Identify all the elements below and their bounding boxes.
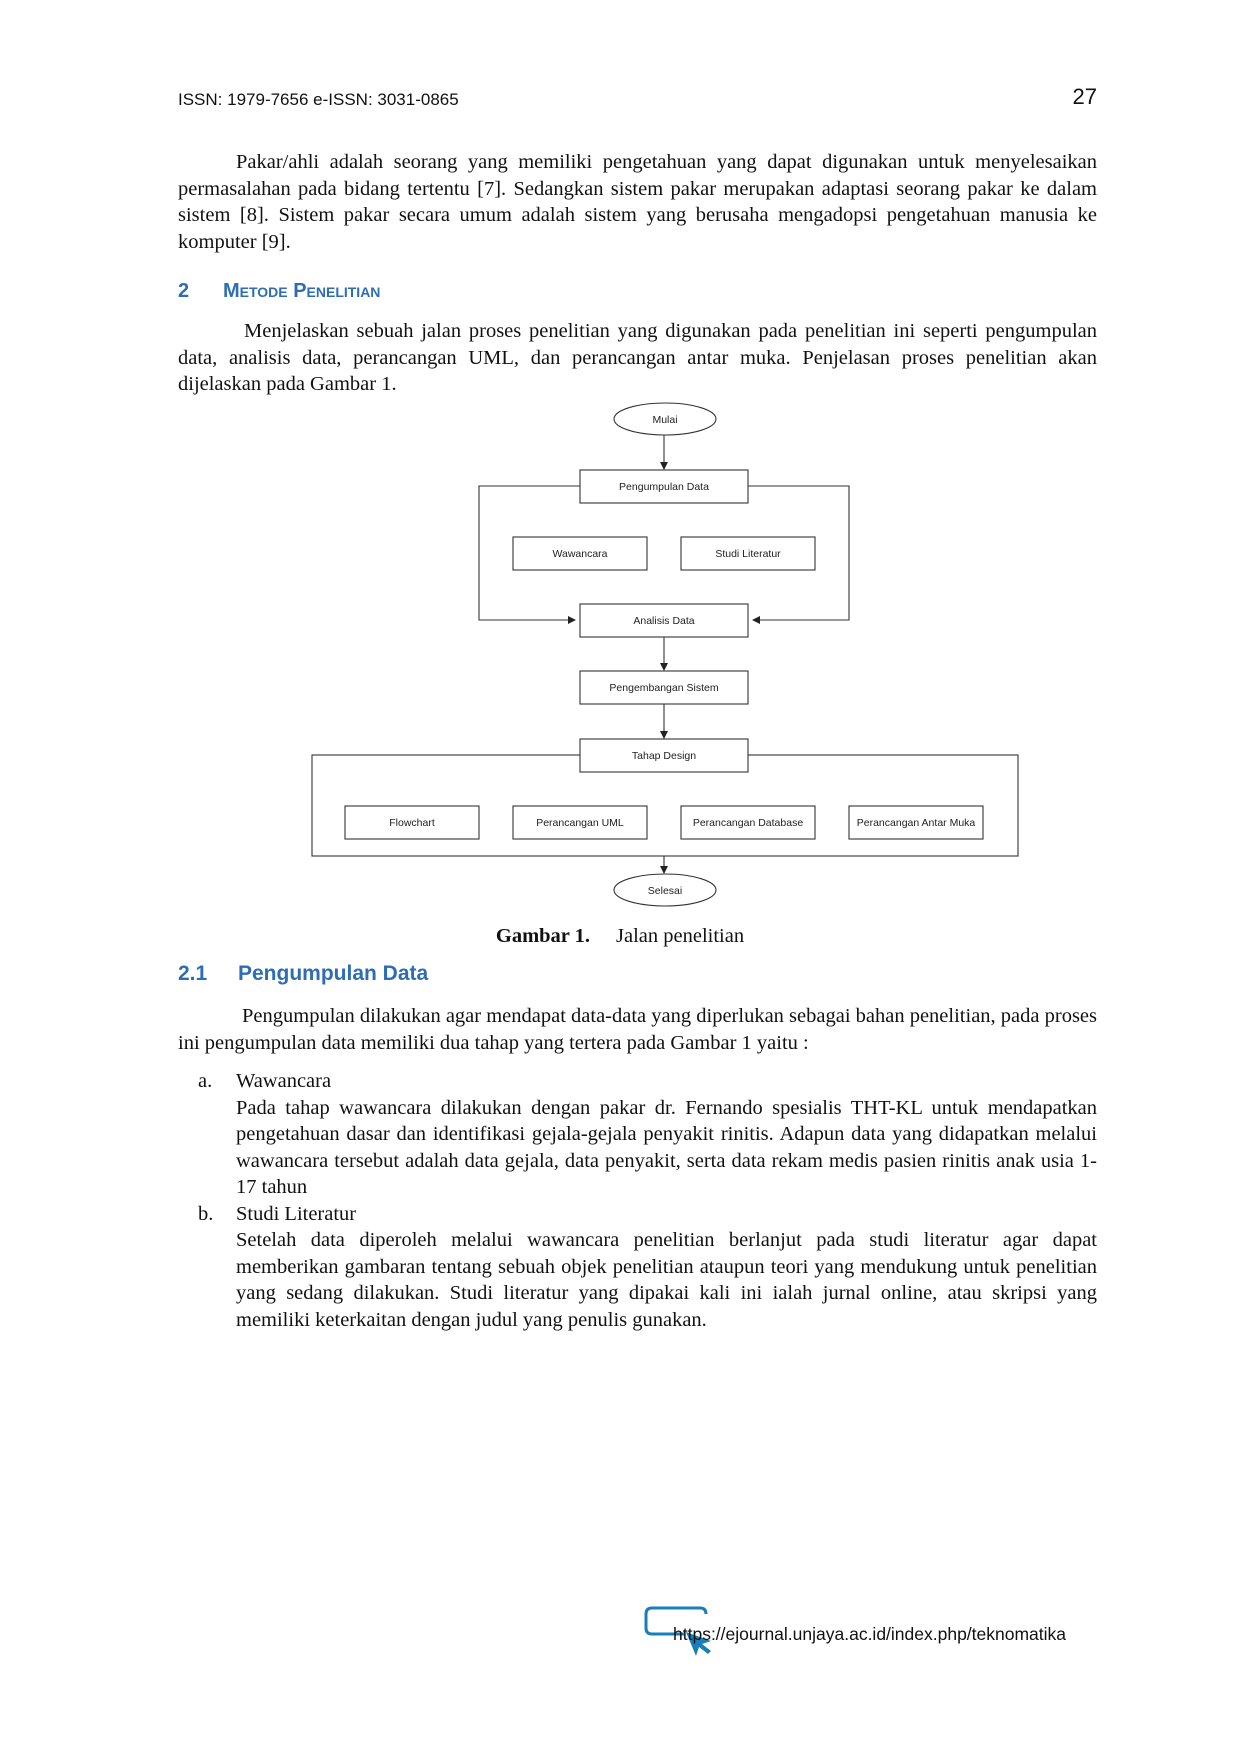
list-item-text: Setelah data diperoleh melalui wawancara… — [236, 1229, 1097, 1331]
list-marker: b. — [198, 1202, 214, 1225]
end-label: Selesai — [648, 885, 682, 897]
design-group-box — [311, 754, 1019, 857]
left-loop-connector — [478, 485, 580, 624]
caption-label: Gambar 1. — [495, 925, 591, 947]
section-2-1-heading: 2.1 Pengumpulan Data — [178, 962, 428, 986]
ui-label: Perancangan Antar Muka — [857, 817, 976, 829]
flowchart-label: Flowchart — [389, 817, 435, 829]
design-label: Tahap Design — [632, 750, 696, 762]
section-title: Metode Penelitian — [223, 280, 381, 302]
literature-node — [680, 536, 816, 571]
analysis-node — [579, 603, 749, 638]
end-node — [613, 873, 717, 907]
list-item-title: Wawancara — [236, 1070, 332, 1092]
literature-label: Studi Literatur — [715, 548, 781, 560]
section-2-1-paragraph: Pengumpulan dilakukan agar mendapat data… — [178, 1005, 1097, 1054]
subsection-number: 2.1 — [178, 962, 208, 985]
list-item-title: Studi Literatur — [236, 1202, 357, 1225]
list-item: b. Studi Literatur Setelah data diperole… — [198, 1201, 1097, 1334]
figure-caption: Gambar 1. Jalan penelitian — [0, 923, 1240, 950]
start-label: Mulai — [652, 414, 677, 426]
right-loop-connector — [748, 485, 850, 624]
uml-label: Perancangan UML — [536, 817, 624, 829]
collect-label: Pengumpulan Data — [619, 481, 709, 493]
development-node — [579, 670, 749, 705]
journal-url-link[interactable]: https://ejournal.unjaya.ac.id/index.php/… — [673, 1624, 1067, 1644]
caption-text: Jalan penelitian — [616, 925, 745, 947]
interview-label: Wawancara — [552, 548, 607, 560]
data-collection-list: a. Wawancara Pada tahap wawancara dilaku… — [198, 1068, 1097, 1333]
database-node — [680, 805, 816, 840]
analysis-label: Analisis Data — [633, 615, 694, 627]
uml-node — [512, 805, 648, 840]
development-label: Pengembangan Sistem — [609, 682, 718, 694]
list-item: a. Wawancara Pada tahap wawancara dilaku… — [198, 1068, 1097, 1201]
list-item-text: Pada tahap wawancara dilakukan dengan pa… — [236, 1096, 1097, 1199]
issn-header: ISSN: 1979-7656 e-ISSN: 3031-0865 — [178, 90, 459, 109]
section-2-paragraph: Menjelaskan sebuah jalan proses peneliti… — [178, 320, 1097, 395]
database-label: Perancangan Database — [693, 817, 803, 829]
start-node — [613, 402, 717, 436]
subsection-title: Pengumpulan Data — [238, 962, 429, 985]
page-number: 27 — [1072, 84, 1097, 109]
section-number: 2 — [178, 280, 190, 302]
flowchart-node — [344, 805, 480, 840]
interview-node — [512, 536, 648, 571]
ui-node — [848, 805, 984, 840]
design-node — [579, 738, 749, 773]
section-2-heading: 2 Metode Penelitian — [178, 280, 380, 303]
list-marker: a. — [198, 1070, 213, 1092]
collect-node — [579, 469, 749, 504]
intro-paragraph: Pakar/ahli adalah seorang yang memiliki … — [178, 151, 1097, 253]
journal-cursor-logo — [644, 1606, 711, 1656]
